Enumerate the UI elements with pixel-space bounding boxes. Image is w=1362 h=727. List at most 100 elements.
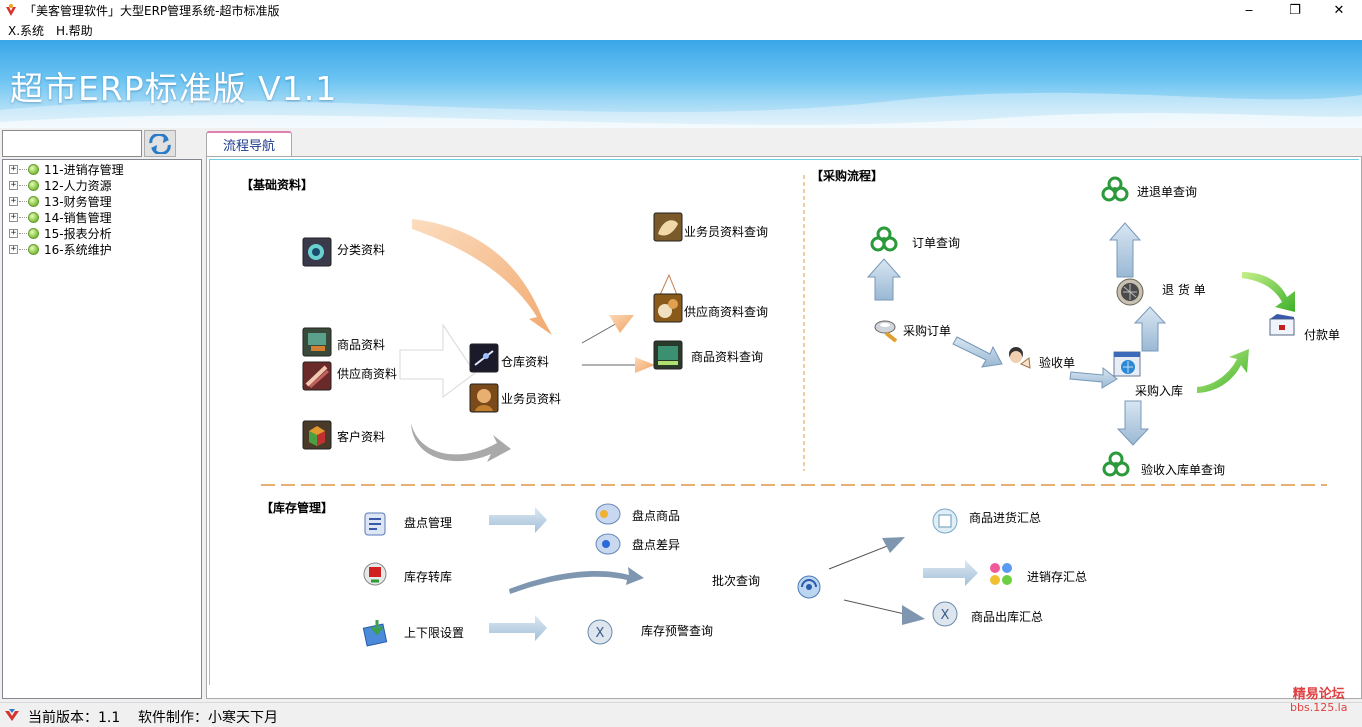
app-logo-icon [6,4,16,16]
category-link[interactable]: 分类资料 [337,243,386,257]
version-text: 当前版本：1.1 [28,710,121,726]
tree-item-label: 13-财务管理 [44,194,112,209]
purchase-summary-link[interactable]: 商品进货汇总 [969,511,1042,525]
stock-in-query-biohazard-icon[interactable] [1101,450,1131,480]
title-bar: 「美客管理软件」大型ERP管理系统-超市标准版 ‒ ❐ ✕ [0,0,1362,20]
close-button[interactable]: ✕ [1333,2,1345,18]
product-query-link[interactable]: 商品资料查询 [691,350,764,364]
salesman-link[interactable]: 业务员资料 [501,392,562,406]
flow-arrows [261,175,1327,641]
product-icon[interactable] [302,327,332,357]
supplier-link[interactable]: 供应商资料 [337,367,398,381]
tree-item[interactable]: + 15-报表分析 [9,225,112,241]
outbound-summary-link[interactable]: 商品出库汇总 [971,610,1044,624]
module-tree: + 11-进销存管理 + 12-人力资源 + 13-财务管理 + 14-销售管理… [2,159,202,699]
warehouse-icon[interactable] [469,343,499,373]
flow-navigation-panel: 【基础资料】 分类资料 商品资料 供应商资料 客户资料 仓库资料 业务员资料 业… [206,156,1362,699]
customer-link[interactable]: 客户资料 [337,430,386,444]
supplier-query-icon[interactable] [653,293,683,323]
status-logo-icon [5,709,19,721]
stocktake-goods-icon[interactable] [593,499,623,529]
menu-help[interactable]: H.帮助 [56,24,93,38]
tree-item-label: 15-报表分析 [44,226,112,241]
check-order-icon[interactable] [1003,344,1033,374]
purchase-order-link[interactable]: 采购订单 [903,324,952,338]
stock-in-icon[interactable] [1112,349,1142,379]
refresh-button[interactable] [144,130,176,157]
salesman-query-link[interactable]: 业务员资料查询 [684,225,769,239]
batch-query-link[interactable]: 批次查询 [712,574,761,588]
limits-icon[interactable] [361,618,391,648]
stocktake-goods-link[interactable]: 盘点商品 [632,509,681,523]
warehouse-link[interactable]: 仓库资料 [501,355,550,369]
transfer-icon[interactable] [361,559,391,589]
purchase-summary-icon[interactable] [930,506,960,536]
limits-link[interactable]: 上下限设置 [404,626,465,640]
transfer-link[interactable]: 库存转库 [404,570,453,584]
maximize-button[interactable]: ❐ [1289,2,1301,18]
payment-link[interactable]: 付款单 [1304,328,1341,342]
banner-title: 超市ERP标准版 V1.1 [10,69,338,108]
forum-watermark: 精易论坛 bbs.125.la [1290,688,1347,714]
purchase-section-title: 【采购流程】 [811,169,884,183]
tree-item[interactable]: + 16-系统维护 [9,241,112,257]
svg-text:X: X [941,608,950,623]
tree-item[interactable]: + 11-进销存管理 [9,161,124,177]
expand-icon[interactable]: + [9,243,18,254]
payment-icon[interactable] [1267,311,1297,341]
purchase-order-icon[interactable] [872,315,902,345]
psi-summary-icon[interactable] [987,559,1017,589]
psi-summary-link[interactable]: 进销存汇总 [1027,570,1088,584]
basic-section-title: 【基础资料】 [241,178,314,192]
tab-strip: 流程导航 [206,130,1362,156]
expand-icon[interactable]: + [9,179,18,190]
watermark-line1: 精易论坛 [1292,687,1345,702]
menu-bar: X.系统 H.帮助 [0,20,1362,40]
tree-item[interactable]: + 13-财务管理 [9,193,112,209]
stocktake-link[interactable]: 盘点管理 [404,516,453,530]
tab-flow-navigation[interactable]: 流程导航 [206,131,292,156]
return-query-biohazard-icon[interactable] [1100,175,1130,205]
expand-icon[interactable]: + [9,227,18,238]
salesman-query-icon[interactable] [653,212,683,242]
supplier-query-link[interactable]: 供应商资料查询 [684,305,769,319]
minimize-button[interactable]: ‒ [1244,2,1254,18]
return-query-link[interactable]: 进退单查询 [1137,185,1198,199]
check-order-link[interactable]: 验收单 [1039,356,1076,370]
green-node-icon [28,195,39,207]
product-link[interactable]: 商品资料 [337,338,386,352]
return-order-globe-icon[interactable] [1115,277,1145,307]
outbound-summary-icon[interactable]: X [930,599,960,629]
window-title: 「美客管理软件」大型ERP管理系统-超市标准版 [24,4,280,18]
alert-query-icon[interactable]: X [585,617,615,647]
alert-query-link[interactable]: 库存预警查询 [641,624,714,638]
order-query-biohazard-icon[interactable] [869,225,899,255]
return-order-link[interactable]: 退 货 单 [1162,283,1206,297]
stocktake-diff-link[interactable]: 盘点差异 [632,538,681,552]
order-query-link[interactable]: 订单查询 [912,236,961,250]
stock-in-link[interactable]: 采购入库 [1135,384,1184,398]
tree-item[interactable]: + 12-人力资源 [9,177,112,193]
green-node-icon [28,163,39,175]
inventory-section-title: 【库存管理】 [261,501,334,515]
green-node-icon [28,227,39,239]
batch-query-icon[interactable] [794,572,824,602]
customer-icon[interactable] [302,420,332,450]
category-icon[interactable] [302,237,332,267]
supplier-icon[interactable] [302,361,332,391]
expand-icon[interactable]: + [9,211,18,222]
refresh-icon [149,133,171,154]
tree-item-label: 12-人力资源 [44,178,112,193]
stock-in-query-link[interactable]: 验收入库单查询 [1141,463,1226,477]
tree-item[interactable]: + 14-销售管理 [9,209,112,225]
green-node-icon [28,243,39,255]
expand-icon[interactable]: + [9,163,18,174]
expand-icon[interactable]: + [9,195,18,206]
product-query-icon[interactable] [653,340,683,370]
stocktake-icon[interactable] [361,509,391,539]
left-panel: + 11-进销存管理 + 12-人力资源 + 13-财务管理 + 14-销售管理… [0,128,204,699]
tree-search-input[interactable] [2,130,142,157]
stocktake-diff-icon[interactable] [593,529,623,559]
salesman-icon[interactable] [469,383,499,413]
menu-system[interactable]: X.系统 [8,24,45,38]
